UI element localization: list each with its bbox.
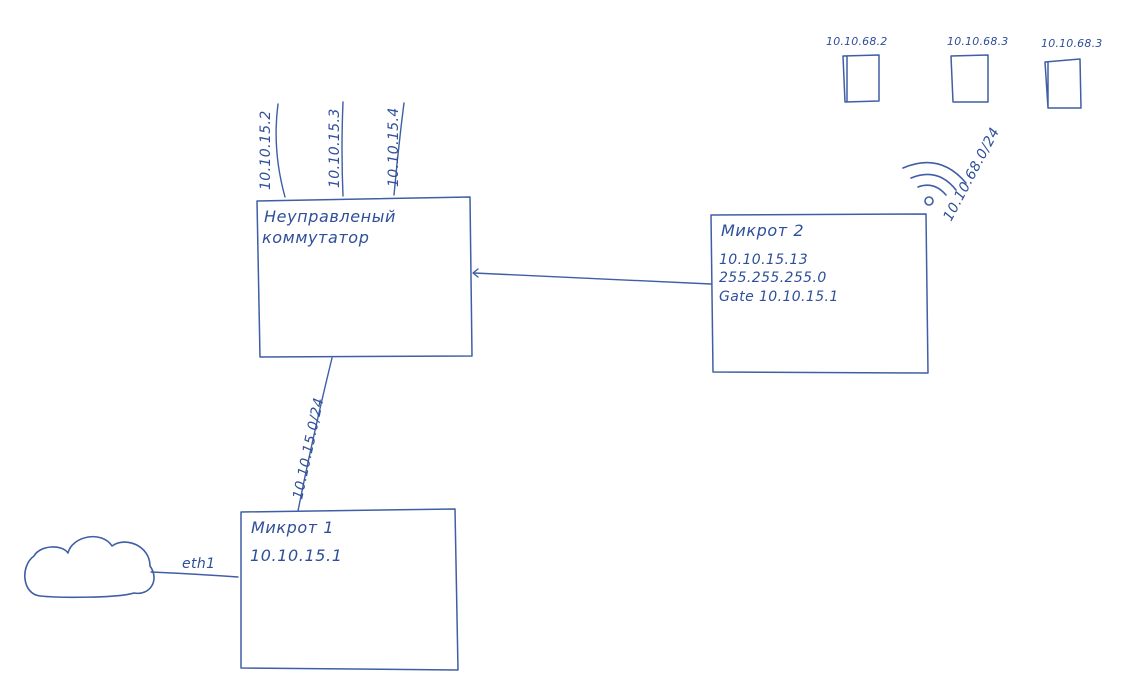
mikrot2-ip: 10.10.15.13 <box>719 252 808 268</box>
device-icon <box>842 54 880 103</box>
link-switch-mikrot2 <box>473 272 712 285</box>
mikrot1-box <box>240 508 459 671</box>
wifi-network-label: 10.10.68.0/24 <box>940 125 1003 224</box>
switch-ports: 10.10.15.2 10.10.15.3 10.10.15.4 <box>258 101 405 198</box>
switch-box <box>256 196 473 358</box>
wifi-client-label-1: 10.10.68.2 <box>826 35 887 48</box>
switch-title-line2: коммутатор <box>262 228 369 247</box>
mikrot2-gate: Gate 10.10.15.1 <box>719 289 839 305</box>
wifi-client-label-2: 10.10.68.3 <box>947 35 1008 48</box>
mikrot2-mask: 255.255.255.0 <box>719 270 827 286</box>
switch-node: Неуправленый коммутатор <box>256 196 473 358</box>
port-label-3: 10.10.15.4 <box>386 107 402 187</box>
mikrot1-ip: 10.10.15.1 <box>250 546 343 565</box>
wifi-clients: 10.10.68.2 10.10.68.3 10.10.68.3 <box>826 35 1102 109</box>
device-icon <box>1044 58 1082 109</box>
port-cable-1 <box>275 103 286 198</box>
port-label-2: 10.10.15.3 <box>327 108 343 188</box>
mikrot1-title: Микрот 1 <box>251 518 334 537</box>
mikrot1-node: Микрот 1 10.10.15.1 <box>240 508 459 671</box>
wifi-icon <box>902 161 967 206</box>
switch-title-line1: Неуправленый <box>264 207 396 226</box>
link-switch-mikrot1 <box>297 357 333 512</box>
mikrot2-title: Микрот 2 <box>721 221 804 240</box>
port-cable-3 <box>393 102 405 196</box>
port-cable-2 <box>341 101 344 197</box>
link-cloud-mikrot1-label: eth1 <box>182 556 215 572</box>
mikrot2-box <box>710 213 929 374</box>
cloud-icon <box>24 535 155 599</box>
port-label-1: 10.10.15.2 <box>258 110 274 190</box>
device-icon <box>950 54 989 103</box>
link-cloud-mikrot1 <box>150 571 239 578</box>
wifi-client-label-3: 10.10.68.3 <box>1041 37 1102 50</box>
mikrot2-node: Микрот 2 10.10.15.13 255.255.255.0 Gate … <box>710 213 929 374</box>
link-arrow-tick <box>472 268 479 278</box>
link-switch-mikrot1-label: 10.10.15.0/24 <box>290 396 327 501</box>
